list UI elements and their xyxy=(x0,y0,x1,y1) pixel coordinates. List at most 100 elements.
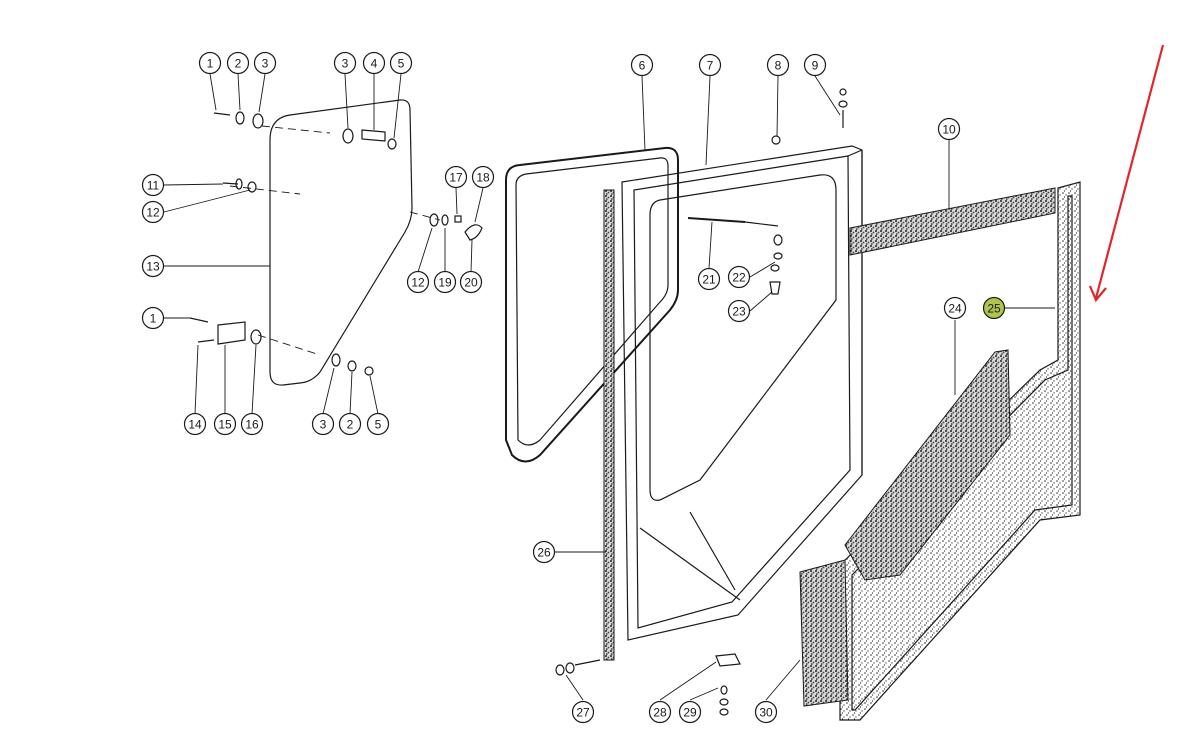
callout-number: 28 xyxy=(653,706,667,720)
callout-circle xyxy=(389,51,413,75)
callout-number: 1 xyxy=(150,312,157,326)
callout-circle xyxy=(141,254,165,278)
callout-23: 23 xyxy=(727,299,751,323)
callout-27: 27 xyxy=(571,700,595,724)
callout-5: 5 xyxy=(366,412,390,436)
callout-number: 15 xyxy=(218,418,232,432)
callout-number: 27 xyxy=(576,706,590,720)
callout-22: 22 xyxy=(727,265,751,289)
foam-insert xyxy=(844,349,1011,581)
hardware-left xyxy=(189,111,483,376)
callout-24: 24 xyxy=(943,296,967,320)
window-glass-panel xyxy=(229,99,441,386)
callout-number: 18 xyxy=(476,171,490,185)
callout-circle xyxy=(253,51,277,75)
callout-15: 15 xyxy=(213,412,237,436)
callout-20: 20 xyxy=(459,270,483,294)
callout-circle xyxy=(213,412,237,436)
callout-7: 7 xyxy=(698,53,722,77)
callout-number: 26 xyxy=(537,546,551,560)
callout-circle xyxy=(697,267,721,291)
callout-number: 5 xyxy=(398,57,405,71)
callout-circle xyxy=(226,51,250,75)
callout-6: 6 xyxy=(630,53,654,77)
callout-circle xyxy=(943,296,967,320)
callout-circle xyxy=(678,700,702,724)
callout-number: 14 xyxy=(188,418,202,432)
callout-circle xyxy=(362,51,386,75)
callout-29: 29 xyxy=(678,700,702,724)
callout-number: 7 xyxy=(707,59,714,73)
callout-number: 17 xyxy=(449,171,463,185)
door-frame xyxy=(621,145,863,641)
callout-number: 12 xyxy=(146,206,160,220)
callout-number: 1 xyxy=(207,57,214,71)
callout-circle xyxy=(333,51,357,75)
callout-18: 18 xyxy=(471,165,495,189)
callout-25: 25 xyxy=(982,296,1006,320)
callout-5: 5 xyxy=(389,51,413,75)
callout-circle xyxy=(141,306,165,330)
callout-number: 9 xyxy=(812,59,819,73)
top-foam-strip xyxy=(849,187,1056,256)
callout-number: 11 xyxy=(147,179,160,193)
callout-circle xyxy=(240,412,264,436)
leader-lines xyxy=(163,73,1055,701)
callout-12: 12 xyxy=(406,270,430,294)
callout-number: 21 xyxy=(702,273,716,287)
callout-circle xyxy=(766,53,790,77)
callout-2: 2 xyxy=(338,412,362,436)
callout-number: 29 xyxy=(683,706,697,720)
callout-1: 1 xyxy=(198,51,222,75)
callout-circle xyxy=(571,700,595,724)
callout-number: 16 xyxy=(245,418,259,432)
callout-17: 17 xyxy=(444,165,468,189)
callout-number: 8 xyxy=(775,59,782,73)
callout-number: 20 xyxy=(464,276,478,290)
callout-circle xyxy=(459,270,483,294)
callout-3: 3 xyxy=(311,412,335,436)
callout-8: 8 xyxy=(766,53,790,77)
callout-number: 13 xyxy=(146,260,160,274)
callout-circle xyxy=(433,270,457,294)
callout-circle xyxy=(532,540,556,564)
callout-circle xyxy=(471,165,495,189)
callout-number: 3 xyxy=(342,57,349,71)
callout-number: 12 xyxy=(411,276,425,290)
callout-2: 2 xyxy=(226,51,250,75)
callout-30: 30 xyxy=(754,700,778,724)
callout-11: 11 xyxy=(141,173,165,197)
callout-3: 3 xyxy=(253,51,277,75)
gas-strut xyxy=(687,217,783,295)
callout-number: 5 xyxy=(375,418,382,432)
callout-number: 6 xyxy=(639,59,646,73)
callout-circle xyxy=(803,53,827,77)
callout-circle xyxy=(727,265,751,289)
frame-seal-strip xyxy=(603,189,615,661)
callout-26: 26 xyxy=(532,540,556,564)
callout-circle xyxy=(648,700,672,724)
callout-circle xyxy=(444,165,468,189)
callout-circle xyxy=(630,53,654,77)
callout-10: 10 xyxy=(937,117,961,141)
callout-circle xyxy=(406,270,430,294)
callout-number: 24 xyxy=(948,302,962,316)
callout-number: 25 xyxy=(987,302,1001,316)
door-seal-gasket xyxy=(505,146,679,463)
callout-number: 23 xyxy=(732,305,746,319)
callout-circle xyxy=(338,412,362,436)
callout-14: 14 xyxy=(183,412,207,436)
callout-number: 22 xyxy=(732,271,746,285)
callout-number: 3 xyxy=(262,57,269,71)
callout-circle xyxy=(366,412,390,436)
callout-4: 4 xyxy=(362,51,386,75)
callout-number: 3 xyxy=(320,418,327,432)
callout-circle xyxy=(754,700,778,724)
callout-circle xyxy=(698,53,722,77)
callout-circle xyxy=(141,200,165,224)
callout-circle xyxy=(937,117,961,141)
callout-number: 19 xyxy=(438,276,452,290)
callout-21: 21 xyxy=(697,267,721,291)
